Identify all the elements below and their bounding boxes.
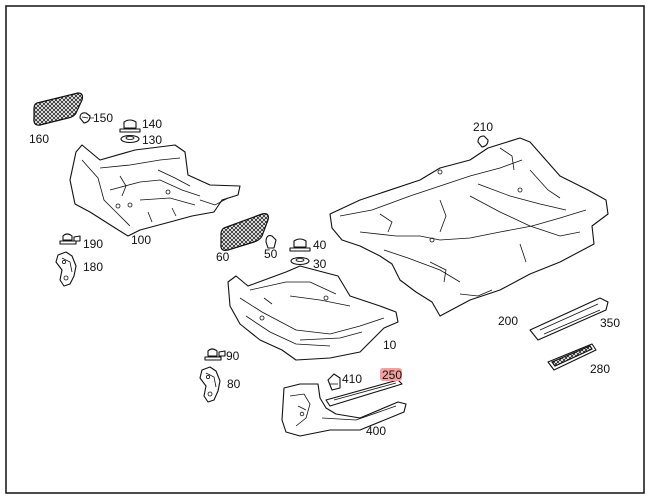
- part-400-rear-insulation[interactable]: [281, 383, 407, 437]
- label-400[interactable]: 400: [366, 424, 386, 438]
- label-90[interactable]: 90: [226, 349, 240, 363]
- part-130-nut[interactable]: [120, 134, 140, 144]
- label-280[interactable]: 280: [590, 362, 610, 376]
- part-50-clip[interactable]: [265, 235, 277, 249]
- label-40[interactable]: 40: [313, 238, 327, 252]
- label-410[interactable]: 410: [342, 372, 362, 386]
- part-80-bracket[interactable]: [199, 366, 221, 403]
- part-180-bracket[interactable]: [55, 251, 77, 287]
- label-50[interactable]: 50: [264, 247, 278, 261]
- label-60[interactable]: 60: [216, 250, 230, 264]
- part-250-sill-strip[interactable]: [325, 379, 403, 407]
- label-150[interactable]: 150: [93, 111, 113, 125]
- part-350-sill-plate[interactable]: [529, 297, 609, 341]
- highlight-250-badge: [380, 368, 402, 381]
- part-140-fastener[interactable]: [119, 119, 141, 133]
- part-30-nut[interactable]: [290, 256, 310, 266]
- label-160[interactable]: 160: [29, 132, 49, 146]
- label-210[interactable]: 210: [473, 120, 493, 134]
- part-100-front-insulation[interactable]: [69, 144, 241, 237]
- label-10[interactable]: 10: [383, 338, 397, 352]
- part-160-mesh-pad[interactable]: [33, 92, 84, 126]
- label-140[interactable]: 140: [142, 117, 162, 131]
- label-350[interactable]: 350: [600, 316, 620, 330]
- part-90-bolt[interactable]: [204, 348, 226, 361]
- label-200[interactable]: 200: [498, 314, 518, 328]
- label-250[interactable]: 250: [382, 368, 402, 382]
- part-150-clip[interactable]: [79, 112, 91, 124]
- label-130[interactable]: 130: [142, 133, 162, 147]
- label-100[interactable]: 100: [131, 233, 151, 247]
- part-210-clip[interactable]: [477, 135, 489, 148]
- label-190[interactable]: 190: [83, 237, 103, 251]
- part-410-clip[interactable]: [327, 373, 341, 391]
- part-190-bolt[interactable]: [59, 233, 81, 245]
- part-60-mesh-pad[interactable]: [220, 213, 269, 251]
- label-80[interactable]: 80: [227, 377, 241, 391]
- part-280-trim-strip[interactable]: [547, 343, 597, 371]
- label-180[interactable]: 180: [83, 260, 103, 274]
- part-10-side-insulation[interactable]: [227, 265, 399, 361]
- label-30[interactable]: 30: [313, 257, 327, 271]
- diagram-frame: [5, 5, 645, 494]
- part-200-floor-carpet[interactable]: [329, 137, 609, 317]
- part-40-fastener[interactable]: [289, 238, 311, 252]
